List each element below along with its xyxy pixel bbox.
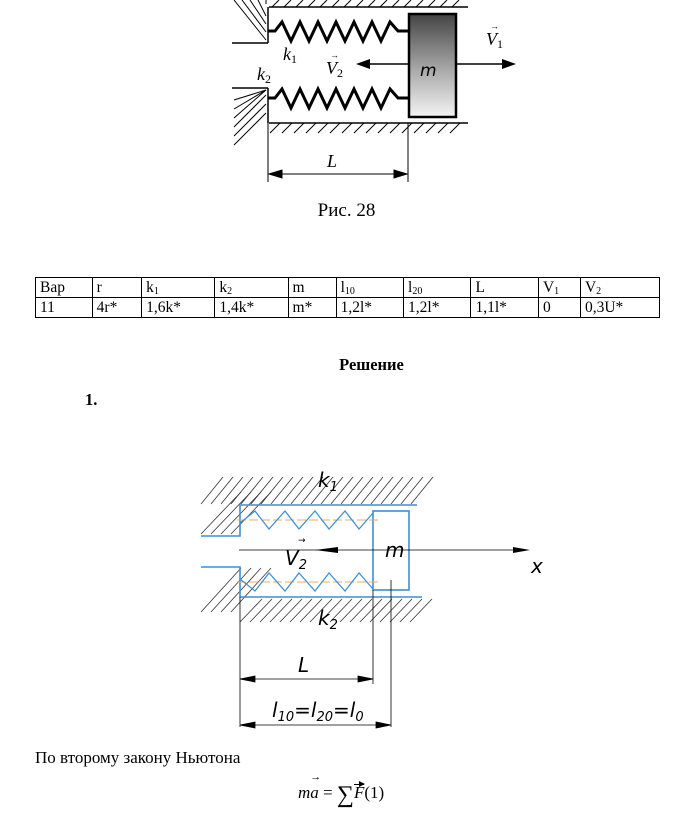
header-label: V — [584, 279, 597, 296]
header-label: k — [219, 279, 228, 296]
k2-label: k2 — [257, 64, 271, 86]
v2-sketch-label: V2 — [285, 546, 307, 573]
table-header-cell: k1 — [141, 277, 216, 298]
svg-text:→: → — [330, 50, 339, 60]
table-header-cell: r — [91, 277, 143, 298]
natural-length-label: l10=l20=l0 — [272, 698, 364, 725]
table-cell: 1,2l* — [335, 297, 405, 318]
step-number: 1. — [85, 390, 98, 409]
table-cell: 1,4k* — [214, 297, 289, 318]
header-label: k — [146, 279, 154, 296]
table-cell: 1,6k* — [141, 297, 216, 318]
k1-label: k1 — [283, 44, 297, 66]
table-header-cell: m — [287, 277, 337, 298]
sum-icon: ∑ — [336, 782, 354, 808]
v2-label: V2 — [326, 58, 343, 80]
header-label: Вар — [40, 279, 65, 296]
table-cell: 0,3U* — [579, 297, 661, 318]
header-subscript: 1 — [554, 286, 560, 297]
table-cell: 11 — [35, 297, 93, 318]
k1-sketch-label: k1 — [318, 468, 338, 495]
k2-sketch-label: k2 — [318, 606, 338, 633]
dimension-lines — [239, 580, 392, 729]
length-label: L — [326, 151, 337, 171]
solution-heading: Решение — [339, 355, 404, 374]
header-label: l — [408, 279, 413, 296]
formula-m: m — [298, 783, 311, 802]
solution-sketch: k1 k2 V2 → m x L l10=l20=l0 — [200, 468, 543, 729]
table-header-cell: k2 — [214, 277, 289, 298]
mass-sketch-label: m — [385, 538, 404, 562]
table-header-cell: L — [470, 277, 539, 298]
table-cell: 4r* — [91, 297, 143, 318]
formula-a: a — [310, 771, 319, 803]
equation-number: (1) — [364, 783, 385, 802]
mass-block — [407, 12, 458, 119]
mass-label: m — [420, 61, 437, 81]
table-header-cell: V1 — [537, 277, 581, 298]
svg-text:→: → — [490, 21, 499, 31]
length-sketch-label: L — [298, 653, 309, 677]
x-axis-label: x — [530, 554, 543, 578]
formula-F: F — [353, 781, 366, 802]
table-cell: 1,2l* — [403, 297, 472, 318]
x-axis-arrow-icon — [513, 547, 530, 553]
table-header-cell: Вар — [35, 277, 93, 298]
svg-text:→: → — [298, 536, 306, 546]
spring-k1 — [268, 18, 408, 45]
v1-label: V1 — [486, 29, 503, 51]
spring-mass-figure: m k1 k2 V1 → V2 → L — [232, 0, 516, 182]
v1-arrow-icon — [502, 59, 516, 69]
table-header-cell: l20 — [403, 277, 472, 298]
header-label: r — [96, 279, 102, 296]
spring-k1-sketch — [239, 510, 374, 530]
dimension-L — [267, 123, 409, 182]
header-subscript: 2 — [227, 286, 233, 297]
top-wall — [232, 0, 468, 146]
header-subscript: 10 — [344, 286, 355, 297]
formula-equals: = — [318, 783, 337, 802]
newton-law-text: По второму закону Ньютона — [35, 748, 241, 767]
table-header-cell: V2 — [579, 277, 661, 298]
newton-formula: ma = ∑F(1) — [298, 771, 385, 809]
v2-arrow-icon — [356, 59, 370, 69]
header-label: V — [542, 279, 555, 296]
spring-k2-sketch — [239, 572, 374, 592]
header-subscript: 20 — [412, 286, 423, 297]
header-subscript: 2 — [596, 286, 602, 297]
spring-k2 — [268, 85, 408, 112]
table-cell: 1,1l* — [470, 297, 539, 318]
table-header-cell: l10 — [335, 277, 405, 298]
header-label: l — [340, 279, 345, 296]
header-label: m — [292, 279, 305, 296]
figure-caption: Рис. 28 — [317, 200, 376, 221]
header-label: L — [475, 279, 485, 296]
header-subscript: 1 — [153, 286, 159, 297]
table-cell: m* — [287, 297, 337, 318]
v2-arrow-icon — [315, 547, 338, 553]
table-cell: 0 — [537, 297, 581, 318]
